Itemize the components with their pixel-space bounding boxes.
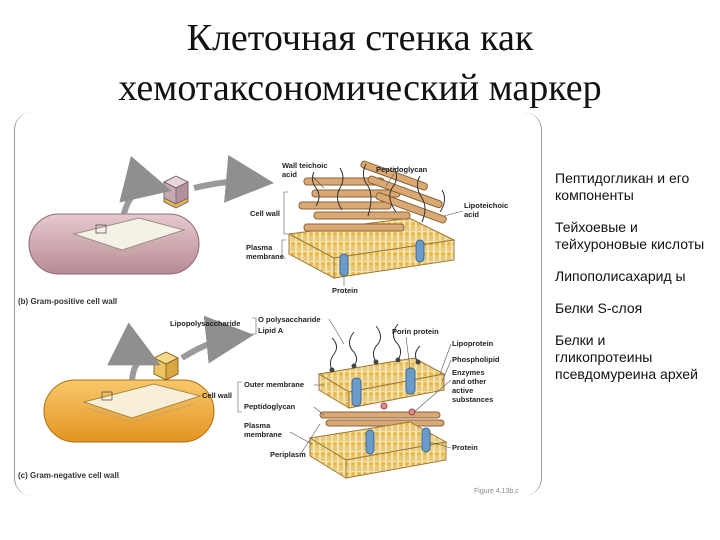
slide-title-line1: Клеточная стенка как <box>186 17 534 59</box>
label-lipoteichoic-acid-line1: Lipoteichoic <box>464 201 508 210</box>
slide-title-line2: хемотаксономический маркер <box>118 67 602 109</box>
label-lipoprotein: Lipoprotein <box>452 339 494 348</box>
component-item-lipopolysaccharides: Липополисахарид ы <box>555 268 686 284</box>
zoom-arrow-1 <box>119 156 172 215</box>
component-item-archaea-proteins: Белки и гликопротеины псевдомуреина архе… <box>555 332 698 382</box>
membrane-proteins <box>339 239 425 277</box>
cell-wall-figure: Wall teichoic acid Peptidoglycan Lipotei… <box>18 154 519 495</box>
label-periplasm: Periplasm <box>270 450 306 459</box>
label-protein-gp: Protein <box>332 286 358 295</box>
figure-frame <box>14 112 542 496</box>
gram-negative-cell <box>43 379 215 443</box>
component-item-teichoic-acids: Тейхоевые и тейхуроновые кислоты <box>555 219 705 252</box>
zoom-arrow-4 <box>180 315 254 364</box>
figure-number: Figure 4.13b,c <box>474 488 519 495</box>
gram-negative-wall-block <box>308 323 448 479</box>
label-protein-gn: Protein <box>452 443 478 452</box>
label-wall-teichoic-acid-line1: Wall teichoic <box>282 161 328 170</box>
peptidoglycan-rods <box>298 160 447 232</box>
label-enzymes-line1: Enzymes <box>452 368 485 377</box>
gram-positive-labels: Wall teichoic acid Peptidoglycan Lipotei… <box>18 161 508 306</box>
label-enzymes-line4: substances <box>452 395 493 404</box>
caption-gram-positive: (b) Gram-positive cell wall <box>18 297 117 306</box>
gram-positive-cell <box>28 213 200 275</box>
gram-positive-panel <box>28 154 456 279</box>
label-phospholipid: Phospholipid <box>452 355 500 364</box>
gram-negative-panel <box>43 315 448 479</box>
gram-negative-cube <box>152 351 180 381</box>
gram-positive-cube <box>162 175 190 209</box>
label-outer-membrane: Outer membrane <box>244 380 304 389</box>
label-cell-wall-gp: Cell wall <box>250 209 280 218</box>
label-plasma-membrane-gp-line2: membrane <box>246 252 284 261</box>
gram-negative-labels: Lipopolysaccharide O polysaccharide Lipi… <box>18 315 519 495</box>
label-wall-teichoic-acid-line2: acid <box>282 170 297 179</box>
zoom-arrow-2 <box>193 154 274 203</box>
label-lipopolysaccharide: Lipopolysaccharide <box>170 319 240 328</box>
label-cell-wall-gn: Cell wall <box>202 391 232 400</box>
label-enzymes-line2: and other <box>452 377 486 386</box>
label-porin-protein: Porin protein <box>392 327 439 336</box>
component-item-peptidoglycan: Пептидогликан и его компоненты <box>555 170 690 203</box>
label-lipid-a: Lipid A <box>258 326 284 335</box>
label-enzymes-line3: active <box>452 386 473 395</box>
label-lipoteichoic-acid-line2: acid <box>464 210 479 219</box>
label-peptidoglycan: Peptidoglycan <box>376 165 428 174</box>
caption-gram-negative: (c) Gram-negative cell wall <box>18 471 119 480</box>
label-o-polysaccharide: O polysaccharide <box>258 315 321 324</box>
component-list: Пептидогликан и его компоненты Тейхоевые… <box>555 170 705 398</box>
gram-positive-wall-block <box>287 160 456 279</box>
label-plasma-membrane-gp-line1: Plasma <box>246 243 273 252</box>
zoom-arrow-3 <box>107 322 161 381</box>
component-item-s-layer-proteins: Белки S-слоя <box>555 300 643 316</box>
label-plasma-membrane-gn-line1: Plasma <box>244 421 271 430</box>
label-peptidoglycan-gn: Peptidoglycan <box>244 402 296 411</box>
label-plasma-membrane-gn-line2: membrane <box>244 430 282 439</box>
